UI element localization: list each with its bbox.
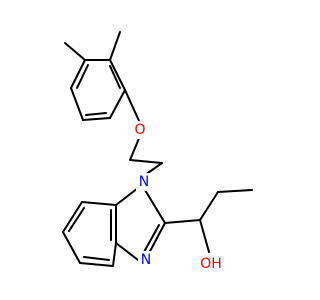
ring-nitrogen-bg <box>136 173 152 191</box>
methyl-bond-left <box>64 42 86 61</box>
c2-n3-bond <box>147 222 166 256</box>
ring1-bond-2 <box>109 59 126 91</box>
ring1-inner-3 <box>76 64 89 89</box>
n3-c3a-bond <box>115 242 139 261</box>
benz-bond-1 <box>81 201 117 206</box>
methyl-bond-top <box>109 31 121 61</box>
ether-oxygen-label: O <box>134 122 145 138</box>
ring1-inner-2 <box>85 112 107 116</box>
hydroxyl-bg <box>197 255 225 273</box>
aryl-oxygen-bond <box>124 89 141 124</box>
ring-nitrogen-label: N <box>139 174 149 190</box>
n1-c7a-bond <box>115 187 139 206</box>
benz-inner-2 <box>83 256 110 261</box>
benz-bond-4 <box>79 262 114 267</box>
hydroxypropyl-chain <box>164 189 253 253</box>
imine-nitrogen-bg <box>138 251 154 269</box>
methyl-groups <box>64 31 121 61</box>
ch2-ch2-bond <box>129 159 163 164</box>
benz-bond-2 <box>62 201 83 233</box>
ring1-inner-1 <box>109 65 121 89</box>
ring1-bond-6 <box>70 59 86 89</box>
ring1-bond-4 <box>82 117 111 121</box>
choh-oh-bond <box>199 219 210 253</box>
benzimidazole-core <box>62 187 166 267</box>
molecule-structure-diagram: O N N OH <box>62 31 253 273</box>
ch2-ch3-bond <box>217 189 253 193</box>
benz-inner-1 <box>68 207 85 232</box>
oxygen-ch2-bond <box>129 135 141 161</box>
benz-bond-5 <box>112 242 117 267</box>
ring1-bond-3 <box>109 89 126 119</box>
c2-n3-double <box>143 224 160 253</box>
benz-bond-3 <box>62 231 81 264</box>
imine-nitrogen-label: N <box>141 252 151 268</box>
ether-oxygen-bg <box>132 121 148 139</box>
atom-labels: O N N OH <box>132 121 225 273</box>
hydroxyl-label: OH <box>200 256 222 272</box>
choh-ch2-bond <box>199 191 219 221</box>
ether-linker <box>124 89 163 176</box>
c2-choh-bond <box>164 219 201 224</box>
n1-c2-bond <box>144 189 166 224</box>
dimethylphenyl-ring <box>70 59 126 121</box>
ring1-bond-5 <box>70 87 84 121</box>
